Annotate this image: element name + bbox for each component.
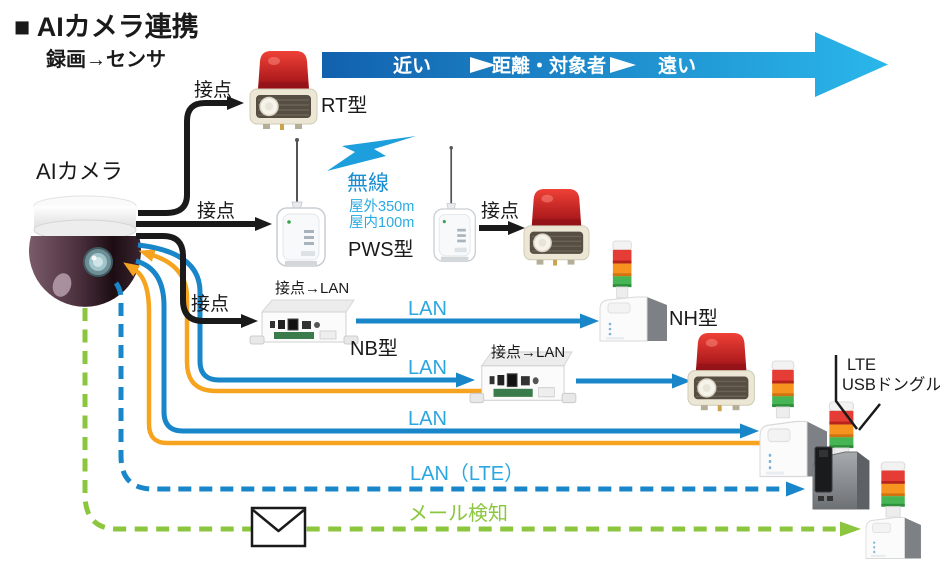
lan-line-2a bbox=[137, 242, 475, 388]
nb-label: NB型 bbox=[350, 337, 398, 360]
lan-label-1: LAN bbox=[408, 298, 447, 320]
device-pws-transmitter bbox=[276, 137, 326, 267]
contact-label-3: 接点 bbox=[191, 293, 229, 315]
contact-label-4: 接点 bbox=[481, 200, 519, 222]
device-rt-beacon bbox=[249, 50, 318, 131]
axis-separator-icon bbox=[610, 57, 636, 73]
nh-label: NH型 bbox=[669, 307, 718, 330]
device-beacon-2 bbox=[523, 188, 590, 267]
return-line-2 bbox=[123, 262, 790, 446]
lan-label-3: LAN bbox=[408, 408, 447, 430]
contact-line-nb bbox=[136, 233, 258, 328]
lte-label-line1: LTE bbox=[847, 356, 876, 374]
lan-lte-label: LAN（LTE） bbox=[410, 462, 524, 485]
device-mail-tower bbox=[865, 461, 922, 559]
device-lte-tower bbox=[812, 401, 870, 510]
wireless-label: 無線 bbox=[347, 172, 389, 195]
contact-label-1: 接点 bbox=[194, 79, 232, 101]
device-pws-receiver bbox=[433, 145, 477, 263]
camera-dome bbox=[29, 236, 142, 307]
pws-label: PWS型 bbox=[348, 238, 414, 261]
return-line-1 bbox=[138, 249, 482, 394]
contact-line-rt bbox=[138, 96, 244, 216]
wireless-lightning-icon bbox=[327, 136, 416, 171]
page-subtitle: 録画→センサ bbox=[46, 47, 166, 71]
wireless-outdoor-range: 屋外350m bbox=[349, 198, 414, 215]
contact-to-lan-label-1: 接点→LAN bbox=[275, 280, 349, 297]
mail-envelope-icon bbox=[250, 506, 307, 548]
usb-dongle-icon bbox=[814, 446, 833, 493]
device-beacon-3 bbox=[687, 332, 756, 412]
lan-label-2: LAN bbox=[408, 357, 447, 379]
device-nh-tower bbox=[599, 240, 668, 342]
distance-axis-arrow: 近い 距離・対象者 遠い bbox=[322, 32, 888, 97]
lte-label-line2: USBドングル bbox=[842, 375, 940, 394]
ai-camera-image bbox=[29, 195, 142, 307]
mail-detect-label: メール検知 bbox=[408, 502, 508, 525]
axis-label-center: 距離・対象者 bbox=[492, 54, 606, 77]
page-title: ■ AIカメラ連携 bbox=[14, 12, 199, 42]
axis-label-far: 遠い bbox=[658, 55, 696, 77]
lte-dongle-callout: LTE USBドングル bbox=[834, 355, 940, 431]
axis-separator-icon bbox=[470, 57, 496, 73]
mail-detect-line bbox=[82, 308, 861, 537]
rt-label: RT型 bbox=[321, 94, 367, 117]
axis-label-near: 近い bbox=[393, 55, 431, 77]
camera-lens bbox=[83, 247, 113, 277]
device-nb-box bbox=[249, 299, 359, 345]
wireless-indoor-range: 屋内100m bbox=[349, 214, 414, 231]
contact-label-2: 接点 bbox=[197, 200, 235, 222]
camera-label: AIカメラ bbox=[36, 159, 123, 184]
lan-line-3 bbox=[135, 258, 759, 439]
contact-to-lan-label-2: 接点→LAN bbox=[491, 344, 565, 361]
lan-lte-line bbox=[113, 281, 805, 497]
